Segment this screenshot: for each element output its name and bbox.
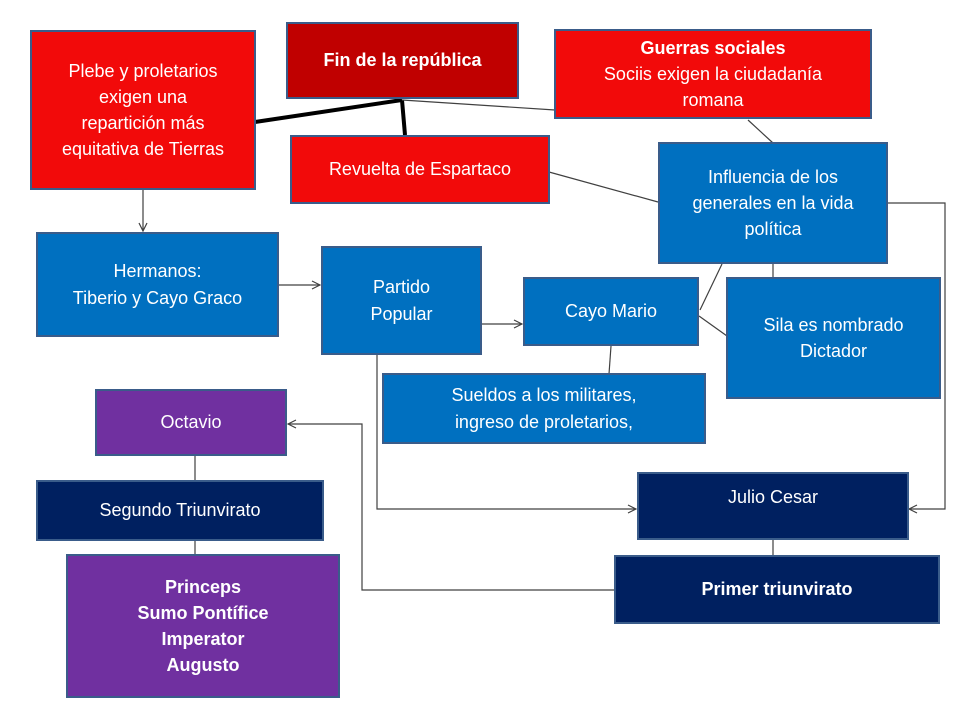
node-cayo-mario-label: Cayo Mario (564, 301, 658, 322)
node-sila-label: Sila es nombrado Dictador (763, 314, 904, 361)
node-princeps-label: Princeps Sumo Pontífice Imperator August… (137, 576, 269, 676)
node-revuelta-de-espartaco: Revuelta de Espartaco (290, 135, 550, 204)
connector-guerras-to-influencia (747, 119, 774, 144)
connector-cayo-mario-to-sila (698, 315, 728, 337)
arrow-primer-to-octavio (288, 424, 615, 591)
connector-fin-to-guerras (401, 99, 556, 111)
node-espartaco-label: Revuelta de Espartaco (328, 159, 512, 180)
connector-cayo-mario-to-sueldos (608, 345, 612, 375)
connector-fin-to-plebe (254, 98, 403, 124)
node-julio-cesar: Julio Cesar (637, 472, 909, 540)
connector-influencia-to-cayo-mario (699, 263, 723, 311)
node-plebe-y-proletarios: Plebe y proletarios exigen una repartici… (30, 30, 256, 190)
node-princeps-augusto: Princeps Sumo Pontífice Imperator August… (66, 554, 340, 698)
connector-fin-to-espartaco (400, 99, 407, 136)
node-primer-triunvirato-label: Primer triunvirato (701, 579, 853, 600)
node-fin-de-la-republica-label: Fin de la república (323, 50, 482, 71)
arrow-influencia-to-julio-cesar (887, 202, 946, 509)
node-influencia-label: Influencia de los generales en la vida p… (692, 166, 854, 240)
node-guerras-body: Sociis exigen la ciudadanía romana (603, 63, 823, 111)
node-octavio-label: Octavio (160, 412, 222, 433)
node-sueldos-militares: Sueldos a los militares, ingreso de prol… (382, 373, 706, 444)
arrow-partido-to-julio-cesar (376, 355, 636, 509)
node-partido-label: Partido Popular (370, 277, 433, 324)
node-plebe-label: Plebe y proletarios exigen una repartici… (61, 60, 225, 160)
node-influencia-generales: Influencia de los generales en la vida p… (658, 142, 888, 264)
node-segundo-triunvirato: Segundo Triunvirato (36, 480, 324, 541)
node-guerras-sociales: Guerras sociales Sociis exigen la ciudad… (554, 29, 872, 119)
node-guerras-title: Guerras sociales (640, 37, 786, 58)
node-sila-dictador: Sila es nombrado Dictador (726, 277, 941, 399)
node-sueldos-label: Sueldos a los militares, ingreso de prol… (451, 385, 637, 432)
node-segundo-triunvirato-label: Segundo Triunvirato (99, 500, 261, 521)
node-hermanos-graco: Hermanos: Tiberio y Cayo Graco (36, 232, 279, 337)
node-fin-de-la-republica: Fin de la república (286, 22, 519, 99)
node-octavio: Octavio (95, 389, 287, 456)
node-cayo-mario: Cayo Mario (523, 277, 699, 346)
node-partido-popular: Partido Popular (321, 246, 482, 355)
connector-espartaco-to-influencia (548, 171, 659, 203)
node-hermanos-label: Hermanos: Tiberio y Cayo Graco (72, 261, 243, 308)
node-primer-triunvirato: Primer triunvirato (614, 555, 940, 624)
node-julio-cesar-label: Julio Cesar (727, 487, 819, 507)
